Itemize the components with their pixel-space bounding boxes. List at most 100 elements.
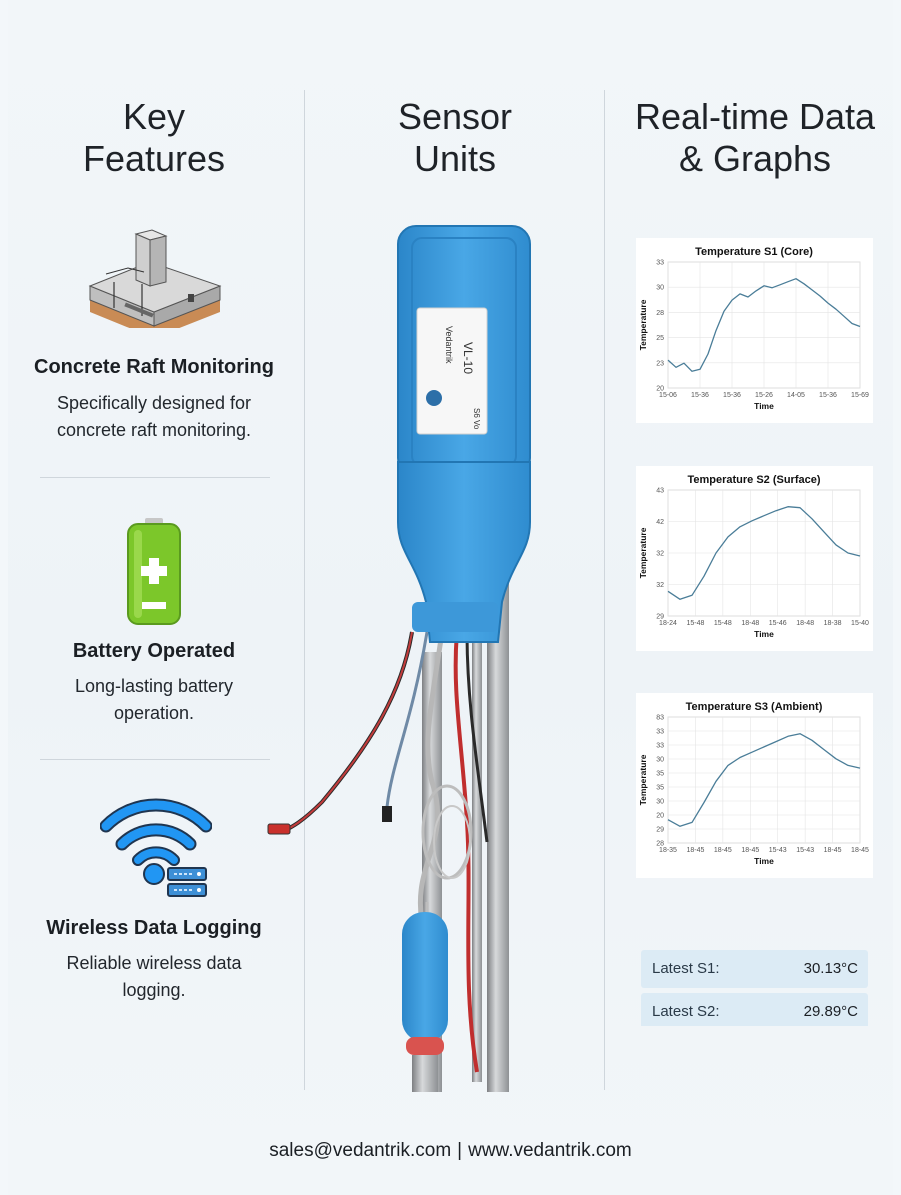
y-tick-label: 28 xyxy=(656,841,664,848)
x-tick-label: 18-45 xyxy=(714,847,732,854)
device-label-brand: Vedantrik xyxy=(444,326,454,364)
latest-label-s2: Latest S2: xyxy=(652,1003,720,1020)
chart-s1: Temperature S1 (Core) 15-06 15-36 15-36 15-2… xyxy=(638,246,869,411)
footer-email[interactable]: sales@vedantrik.com xyxy=(269,1140,452,1161)
x-axis-label: Time xyxy=(754,629,774,639)
latest-row-s2: Latest S2: 29.89°C xyxy=(641,993,868,1026)
feature-desc-concrete: Specifically designed for concrete raft … xyxy=(30,390,278,444)
chart-title: Temperature S1 (Core) xyxy=(695,246,813,258)
feature-desc-concrete-line-1: Specifically designed for xyxy=(56,393,252,413)
y-tick-label: 33 xyxy=(656,260,664,267)
x-tick-label: 15-36 xyxy=(691,392,709,399)
latest-readings: Latest S1: 30.13°C Latest S2: 29.89°C xyxy=(636,938,873,1026)
feature-desc-wireless: Reliable wireless data logging. xyxy=(30,950,278,1004)
chart-card-s1: Temperature S1 (Core) 15-06 15-36 15-36 15-2… xyxy=(636,238,873,423)
latest-value-s1: 30.13°C xyxy=(803,960,858,977)
series-line xyxy=(667,278,861,372)
features-heading: Key Features xyxy=(0,96,308,180)
feature-divider-2 xyxy=(40,759,270,760)
battery-icon xyxy=(127,518,181,625)
data-heading: Real-time Data & Graphs xyxy=(605,96,901,180)
y-tick-label: 29 xyxy=(656,827,664,834)
y-tick-label: 42 xyxy=(656,519,664,526)
feature-title-wireless: Wireless Data Logging xyxy=(46,917,262,939)
x-tick-label: 15-26 xyxy=(755,392,773,399)
sensors-heading: Sensor Units xyxy=(305,96,605,180)
device-label-side: S6 Vo xyxy=(472,408,481,430)
x-tick-label: 18-45 xyxy=(741,847,759,854)
x-tick-label: 18-45 xyxy=(686,847,704,854)
y-tick-label: 30 xyxy=(656,757,664,764)
data-heading-line-2: & Graphs xyxy=(678,138,832,179)
chart-s3: Temperature S3 (Ambient) 18-35 18-45 18-45 1… xyxy=(638,701,869,866)
x-tick-label: 18-35 xyxy=(659,847,677,854)
concrete-raft-icon xyxy=(88,229,222,328)
x-tick-label: 18-48 xyxy=(796,620,814,627)
footer-contact: sales@vedantrik.com|www.vedantrik.com xyxy=(0,1140,901,1162)
y-tick-label: 25 xyxy=(656,335,664,342)
y-tick-label: 32 xyxy=(656,551,664,558)
chart-title: Temperature S3 (Ambient) xyxy=(686,701,823,713)
chart-title: Temperature S2 (Surface) xyxy=(687,474,820,486)
feature-desc-battery-line-2: operation. xyxy=(113,703,195,723)
chart-card-s3: Temperature S3 (Ambient) 18-35 18-45 18-45 1… xyxy=(636,693,873,878)
y-tick-label: 20 xyxy=(656,813,664,820)
sensor-unit-illustration: VL-10 Vedantrik S6 Vo xyxy=(267,225,531,1092)
feature-desc-battery: Long-lasting battery operation. xyxy=(30,673,278,727)
x-tick-label: 15-43 xyxy=(796,847,814,854)
x-tick-label: 14-05 xyxy=(787,392,805,399)
data-heading-line-1: Real-time Data xyxy=(634,96,876,137)
feature-desc-concrete-line-2: concrete raft monitoring. xyxy=(56,420,252,440)
feature-desc-wireless-line-1: Reliable wireless data xyxy=(66,953,242,973)
series-line xyxy=(667,733,861,827)
x-tick-label: 18-48 xyxy=(741,620,759,627)
y-tick-label: 33 xyxy=(656,743,664,750)
y-tick-label: 43 xyxy=(656,488,664,495)
y-tick-label: 30 xyxy=(656,799,664,806)
wifi-server-icon xyxy=(100,798,212,897)
latest-label-s1: Latest S1: xyxy=(652,960,720,977)
y-axis-label: Temperature xyxy=(638,299,648,350)
x-tick-label: 18-24 xyxy=(659,620,677,627)
x-tick-label: 15-36 xyxy=(723,392,741,399)
x-tick-label: 15-69 xyxy=(851,392,869,399)
x-tick-label: 18-45 xyxy=(824,847,842,854)
device-label-model: VL-10 xyxy=(461,342,475,374)
plot-frame xyxy=(667,716,861,844)
features-heading-line-2: Features xyxy=(82,138,226,179)
y-tick-label: 29 xyxy=(656,614,664,621)
x-axis-label: Time xyxy=(754,856,774,866)
features-heading-line-1: Key xyxy=(122,96,186,137)
feature-desc-wireless-line-2: logging. xyxy=(122,980,186,1000)
chart-card-s2: Temperature S2 (Surface) 18-24 15-48 15-48 1… xyxy=(636,466,873,651)
latest-value-s2: 29.89°C xyxy=(803,1003,858,1020)
y-tick-label: 20 xyxy=(656,386,664,393)
sensors-heading-line-1: Sensor xyxy=(397,96,513,137)
footer-website[interactable]: www.vedantrik.com xyxy=(468,1140,632,1161)
y-axis-label: Temperature xyxy=(638,527,648,578)
y-tick-label: 33 xyxy=(656,729,664,736)
x-tick-label: 15-46 xyxy=(769,620,787,627)
y-tick-label: 35 xyxy=(656,771,664,778)
x-tick-label: 15-48 xyxy=(714,620,732,627)
x-tick-label: 15-36 xyxy=(819,392,837,399)
footer-separator: | xyxy=(457,1140,463,1161)
x-tick-label: 15-40 xyxy=(851,620,869,627)
x-tick-label: 15-06 xyxy=(659,392,677,399)
x-tick-label: 15-48 xyxy=(686,620,704,627)
x-tick-label: 15-43 xyxy=(769,847,787,854)
x-tick-label: 18-38 xyxy=(824,620,842,627)
y-axis-label: Temperature xyxy=(638,754,648,805)
y-tick-label: 35 xyxy=(656,785,664,792)
chart-s2: Temperature S2 (Surface) 18-24 15-48 15-48 1… xyxy=(638,474,869,639)
feature-divider-1 xyxy=(40,477,270,478)
sensors-heading-line-2: Units xyxy=(413,138,497,179)
y-tick-label: 28 xyxy=(656,310,664,317)
x-axis-label: Time xyxy=(754,401,774,411)
latest-row-s1: Latest S1: 30.13°C xyxy=(641,950,868,988)
y-tick-label: 32 xyxy=(656,582,664,589)
column-divider-right xyxy=(604,90,605,1090)
feature-desc-battery-line-1: Long-lasting battery xyxy=(74,676,234,696)
x-tick-label: 18-45 xyxy=(851,847,869,854)
y-tick-label: 30 xyxy=(656,285,664,292)
